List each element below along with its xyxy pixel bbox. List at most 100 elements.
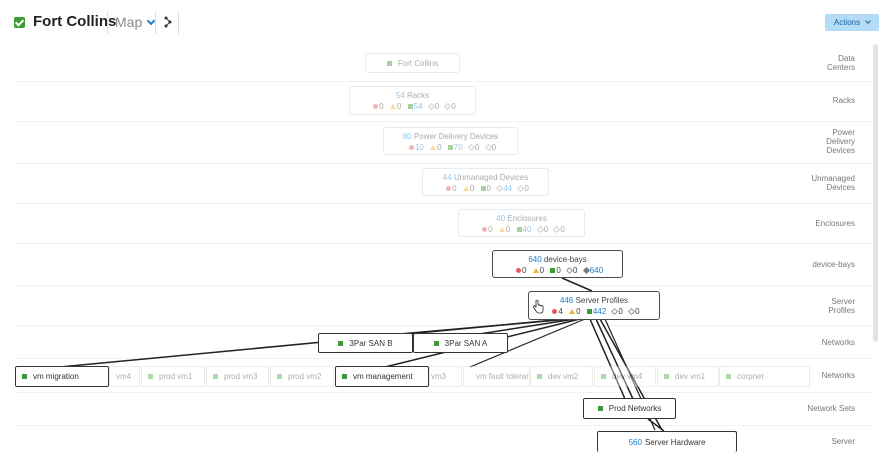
node-count: 44 xyxy=(442,173,452,182)
unknown-status-icon xyxy=(427,103,435,111)
node-unmanaged-devices[interactable]: 44 Unmanaged Devices 0 0 0 44 0 xyxy=(422,168,549,196)
unknown-count: 0 xyxy=(573,266,578,275)
node-count: 80 xyxy=(402,132,412,141)
ok-count: 0 xyxy=(556,266,561,275)
warning-count: 0 xyxy=(505,225,511,234)
view-selector[interactable]: Map xyxy=(115,14,156,30)
status-ok-icon xyxy=(338,340,344,346)
row-label: Racks xyxy=(832,96,855,105)
node-network-set[interactable]: Prod Networks xyxy=(583,398,676,419)
ok-count: 40 xyxy=(522,225,532,234)
ok-status-icon xyxy=(480,186,486,192)
disabled-count: 0 xyxy=(635,307,640,316)
node-power-delivery-devices[interactable]: 80 Power Delivery Devices 10 0 70 0 0 xyxy=(383,127,518,155)
divider xyxy=(178,12,179,34)
status-ok-icon xyxy=(726,374,731,379)
page-title: Fort Collins xyxy=(33,13,117,30)
critical-status-icon xyxy=(515,268,521,274)
network-item[interactable]: prod vm2 xyxy=(270,366,334,387)
node-count: 640 xyxy=(528,255,542,264)
disabled-count: 0 xyxy=(451,102,456,111)
row-networks-1: Networks xyxy=(15,326,872,359)
warning-status-icon xyxy=(462,186,469,192)
network-item[interactable]: vm3 xyxy=(429,366,462,387)
critical-count: 0 xyxy=(452,184,457,193)
unknown-count: 44 xyxy=(503,184,513,193)
status-ok-icon xyxy=(601,374,606,379)
node-label: Server Hardware xyxy=(644,437,706,447)
status-ok-icon xyxy=(213,374,218,379)
warning-status-icon xyxy=(389,104,396,110)
node-label: Prod Networks xyxy=(608,404,662,413)
network-item[interactable]: vm4 xyxy=(109,366,140,387)
node-count: 446 xyxy=(559,296,574,305)
unknown-count: 0 xyxy=(618,307,623,316)
network-item[interactable]: prod vm3 xyxy=(206,366,269,387)
unknown-status-icon xyxy=(467,144,475,152)
node-racks[interactable]: 54 Racks 0 0 54 0 0 xyxy=(349,86,476,115)
row-racks: Racks xyxy=(15,82,872,122)
node-label: vm migration xyxy=(33,372,79,381)
hand-cursor-icon xyxy=(533,300,544,314)
disabled-count: 0 xyxy=(560,225,565,234)
critical-count: 4 xyxy=(558,307,563,316)
status-ok-icon xyxy=(342,374,347,379)
ok-count: 70 xyxy=(453,143,463,152)
warning-count: 0 xyxy=(576,307,581,316)
network-item[interactable]: dev vm2 xyxy=(530,366,593,387)
divider xyxy=(107,12,108,34)
disabled-status-icon xyxy=(582,267,590,275)
ok-status-icon xyxy=(550,268,556,274)
row-label: device-bays xyxy=(812,260,855,269)
network-item[interactable]: vm fault tolerance xyxy=(463,366,530,387)
node-san-b[interactable]: 3Par SAN B xyxy=(318,333,413,353)
status-ok-icon xyxy=(433,340,439,346)
row-label: Enclosures xyxy=(815,219,855,228)
warning-count: 0 xyxy=(469,184,475,193)
ok-status-icon xyxy=(447,145,453,151)
status-ok-icon xyxy=(537,374,542,379)
critical-count: 0 xyxy=(488,225,493,234)
node-label: dev vm4 xyxy=(612,372,643,381)
network-item[interactable]: corpnet xyxy=(719,366,810,387)
node-label: Unmanaged Devices xyxy=(453,173,529,182)
hierarchy-toggle-icon[interactable] xyxy=(163,16,173,28)
node-device-bays[interactable]: 640 device-bays 0 0 0 0 640 xyxy=(492,250,623,278)
header-bar: Fort Collins Map Actions xyxy=(0,0,884,44)
network-item[interactable]: vm management xyxy=(335,366,429,387)
row-networks-2: Networks xyxy=(15,359,872,393)
node-enclosures[interactable]: 40 Enclosures 0 0 40 0 0 xyxy=(458,209,585,237)
row-server: Server xyxy=(15,426,872,452)
status-ok-icon xyxy=(22,374,27,379)
ok-status-icon xyxy=(516,227,522,233)
scrollbar[interactable] xyxy=(873,44,878,342)
actions-button[interactable]: Actions xyxy=(825,14,879,31)
node-data-center[interactable]: Fort Collins xyxy=(365,53,460,73)
row-label: Networks xyxy=(821,371,855,380)
node-label: vm management xyxy=(353,372,413,381)
disabled-count: 0 xyxy=(491,143,497,152)
node-server-profiles[interactable]: 446 Server Profiles 4 0 442 0 0 xyxy=(528,291,660,320)
warning-status-icon xyxy=(569,309,576,315)
ok-status-icon xyxy=(586,309,592,315)
network-item[interactable]: vm migration xyxy=(15,366,109,387)
network-item[interactable]: dev vm1 xyxy=(657,366,719,387)
row-network-sets: Network Sets xyxy=(15,393,872,426)
row-label: Server xyxy=(831,437,855,446)
node-label: Power Delivery Devices xyxy=(413,132,499,141)
network-item[interactable]: prod vm1 xyxy=(141,366,205,387)
warning-count: 0 xyxy=(539,266,545,275)
critical-count: 10 xyxy=(414,143,424,152)
node-count: 40 xyxy=(496,214,506,223)
node-label: dev vm1 xyxy=(675,372,706,381)
network-item[interactable]: dev vm4 xyxy=(594,366,656,387)
node-san-a[interactable]: 3Par SAN A xyxy=(413,333,508,353)
status-ok-icon xyxy=(386,60,392,66)
critical-count: 0 xyxy=(379,102,384,111)
node-label: prod vm1 xyxy=(159,372,193,381)
